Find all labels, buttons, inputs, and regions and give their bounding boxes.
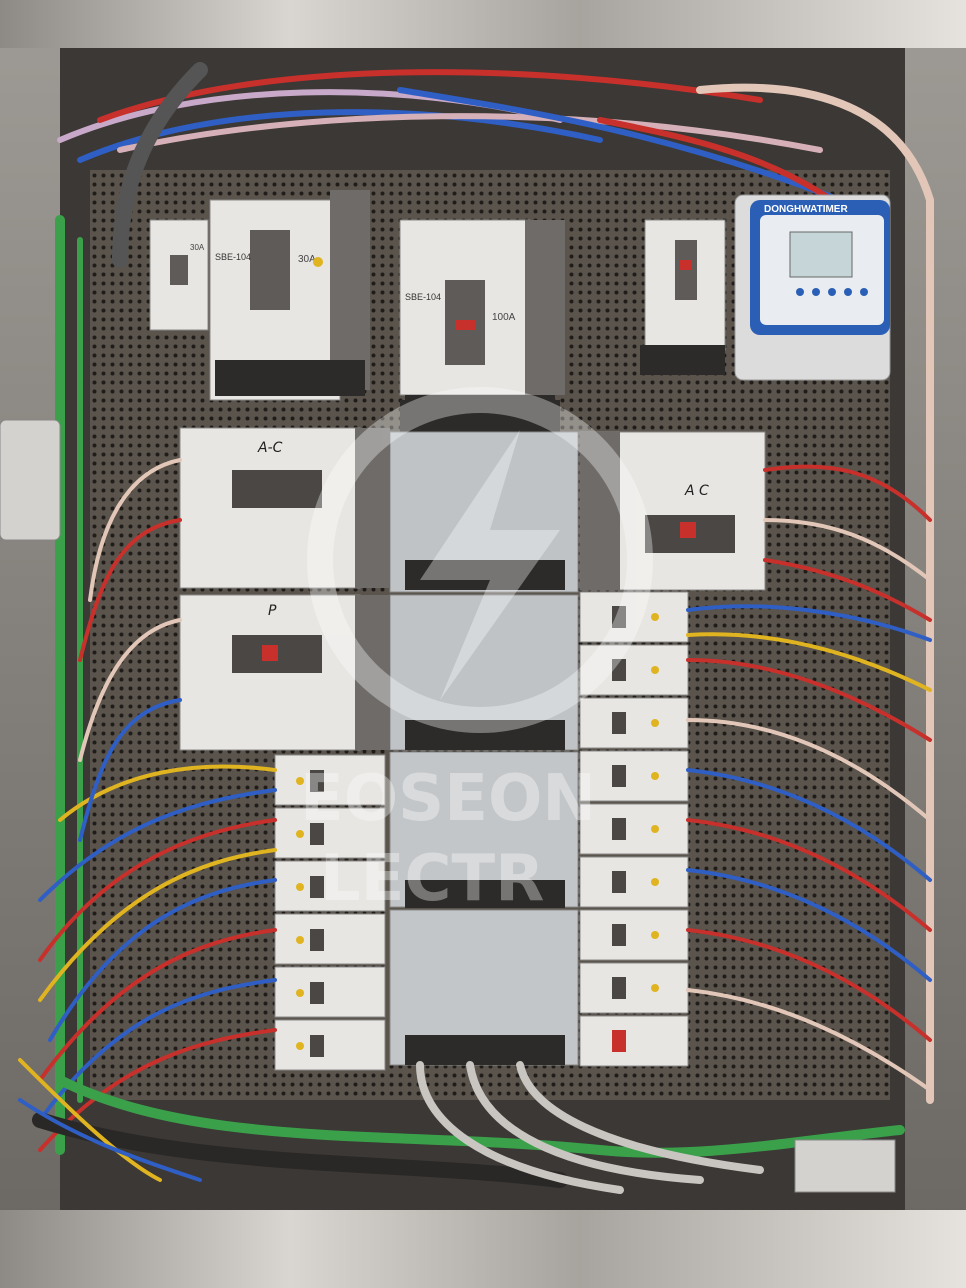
right-branch-wires — [686, 464, 932, 1092]
watermark-line2: LECTR — [320, 842, 544, 916]
breaker-rating: 30A — [298, 254, 316, 265]
right-wall — [905, 48, 966, 1210]
left-branch-wires — [38, 458, 277, 1152]
breaker-model: SBE-104 — [215, 252, 251, 262]
breaker-left-ac: A-C — [179, 427, 390, 589]
handwritten-label: A-C — [257, 440, 283, 456]
breaker-rating: 100A — [492, 312, 516, 323]
watermark: EOSEON LECTR — [300, 387, 653, 916]
central-busbar-modules — [389, 431, 579, 1066]
left-wall — [0, 48, 60, 1210]
watermark-line1: EOSEON — [300, 762, 596, 836]
top-rail — [0, 0, 966, 48]
top-wire-bundle — [55, 62, 934, 1155]
busbar-top — [400, 400, 560, 434]
indicator-dot-icon — [313, 257, 323, 267]
breaker-top-30a: SBE-104 30A — [209, 190, 370, 401]
bottom-cable-bundle — [18, 1058, 905, 1194]
breaker-small-top-right — [640, 219, 726, 375]
right-breaker-column — [579, 591, 689, 1067]
terminal-box-bottom-right — [794, 1139, 896, 1193]
bottom-rail — [0, 1210, 966, 1288]
handwritten-label: P — [268, 603, 277, 619]
timer-brand: DONGHWATIMER — [764, 204, 848, 215]
timer-display — [789, 231, 853, 278]
left-breaker-column — [274, 754, 386, 1071]
breaker-left-p: P — [179, 594, 390, 751]
breaker-right-ac: A C — [579, 431, 766, 591]
timer-device: DONGHWATIMER — [734, 194, 891, 381]
terminal-block-left — [0, 419, 61, 541]
breaker-small-top: 30A — [149, 219, 209, 331]
handwritten-label: A C — [684, 483, 709, 499]
breaker-rating: 30A — [190, 243, 205, 252]
breaker-model: SBE-104 — [405, 292, 441, 302]
